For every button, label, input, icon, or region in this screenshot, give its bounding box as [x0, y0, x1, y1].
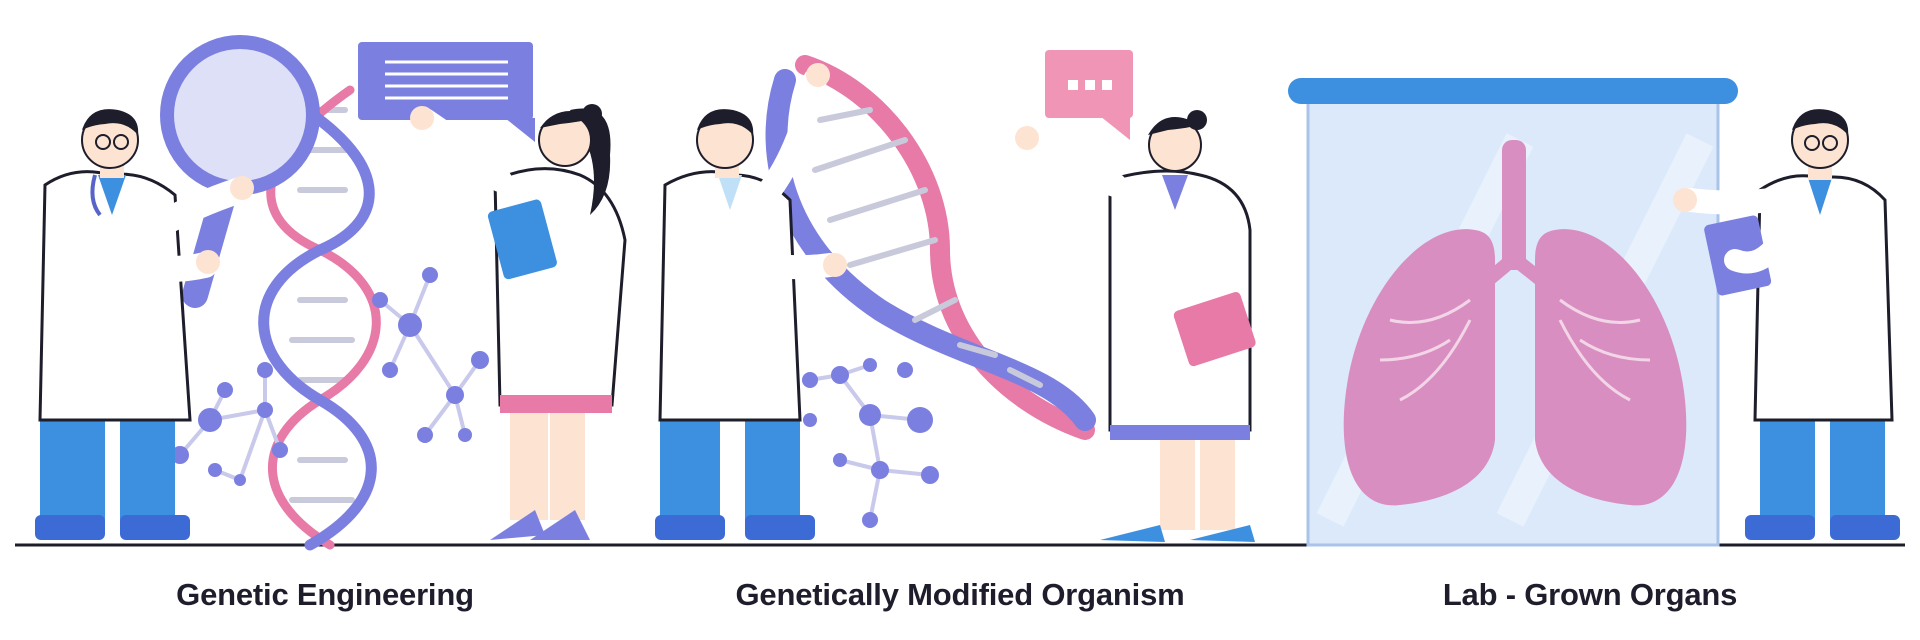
panel-lab-grown-organs [1288, 78, 1900, 547]
caption-lab-grown-organs: Lab - Grown Organs [1442, 577, 1738, 612]
caption-genetically-modified-organism: Genetically Modified Organism [735, 577, 1185, 612]
scientist-female-middle [1015, 110, 1256, 542]
dna-strand-icon [765, 55, 1096, 440]
caption-genetic-engineering: Genetic Engineering [176, 577, 474, 612]
molecule-cluster-icon-2 [802, 358, 939, 528]
panel-gmo [655, 50, 1256, 542]
scientist-male-middle [655, 63, 847, 540]
scientist-female-left [410, 104, 627, 540]
scientist-male-right [1673, 109, 1900, 540]
lungs-icon [1343, 140, 1687, 506]
molecule-cluster-icon [171, 267, 489, 486]
text-bubble-icon [358, 42, 535, 142]
chat-bubble-icon [1045, 50, 1133, 140]
panel-genetic-engineering [35, 35, 627, 551]
scientist-male-left [35, 109, 254, 540]
